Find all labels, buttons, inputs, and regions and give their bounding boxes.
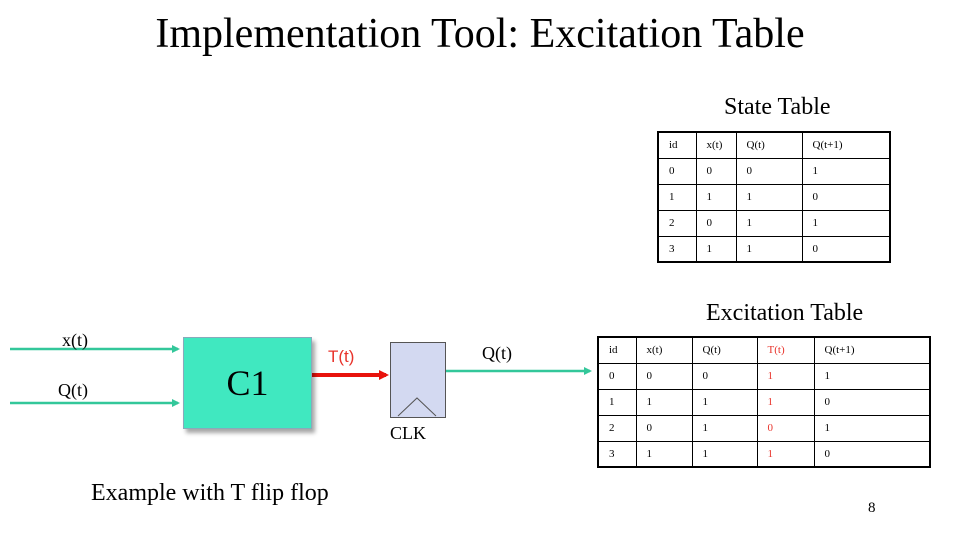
table-header-cell: Q(t+1) [801, 131, 891, 158]
combinational-block-c1: C1 [183, 337, 312, 429]
clk-label: CLK [390, 423, 426, 443]
example-caption: Example with T flip flop [91, 480, 329, 506]
table-cell: 0 [695, 157, 736, 184]
table-cell: 0 [695, 209, 736, 236]
table-cell: 1 [597, 388, 636, 415]
table-cell: 1 [735, 209, 802, 236]
table-cell: 3 [657, 235, 696, 263]
table-cell: 1 [813, 414, 931, 441]
table-cell: 1 [756, 388, 814, 415]
table-header-cell: Q(t) [691, 336, 757, 363]
table-cell: 1 [635, 440, 692, 468]
input-x-label: x(t) [62, 330, 88, 350]
output-q-label: Q(t) [482, 343, 512, 363]
table-cell: 3 [597, 440, 636, 468]
table-cell: 1 [735, 235, 802, 263]
table-cell: 0 [657, 157, 696, 184]
excitation-table-caption: Excitation Table [706, 300, 864, 326]
table-cell: 1 [635, 388, 692, 415]
table-cell: 1 [756, 362, 814, 389]
table-cell: 1 [735, 183, 802, 210]
table-cell: 2 [657, 209, 696, 236]
table-cell: 1 [691, 388, 757, 415]
table-cell: 2 [597, 414, 636, 441]
clock-triangle-icon [397, 397, 437, 417]
table-cell: 1 [657, 183, 696, 210]
table-header-cell: Q(t) [735, 131, 802, 158]
t-input-label: T(t) [328, 347, 355, 366]
table-cell: 0 [801, 183, 891, 210]
table-cell: 0 [756, 414, 814, 441]
slide-title: Implementation Tool: Excitation Table [155, 11, 805, 57]
table-header-cell: id [597, 336, 636, 363]
page-number: 8 [868, 500, 876, 516]
table-cell: 0 [813, 388, 931, 415]
table-header-cell: id [657, 131, 696, 158]
table-cell: 0 [597, 362, 636, 389]
table-header-cell: x(t) [695, 131, 736, 158]
table-cell: 1 [801, 209, 891, 236]
table-cell: 1 [691, 414, 757, 441]
table-cell: 1 [813, 362, 931, 389]
table-cell: 1 [695, 235, 736, 263]
table-cell: 0 [635, 414, 692, 441]
table-cell: 1 [756, 440, 814, 468]
table-cell: 0 [635, 362, 692, 389]
table-header-cell: x(t) [635, 336, 692, 363]
table-header-cell: Q(t+1) [813, 336, 931, 363]
table-cell: 1 [801, 157, 891, 184]
table-cell: 1 [695, 183, 736, 210]
table-header-cell: T(t) [756, 336, 814, 363]
input-q-label: Q(t) [58, 380, 88, 400]
table-cell: 0 [801, 235, 891, 263]
table-cell: 0 [735, 157, 802, 184]
table-cell: 0 [691, 362, 757, 389]
table-cell: 0 [813, 440, 931, 468]
block-label: C1 [226, 363, 269, 403]
table-cell: 1 [691, 440, 757, 468]
t-flip-flop [390, 342, 446, 418]
state-table-caption: State Table [724, 94, 831, 120]
